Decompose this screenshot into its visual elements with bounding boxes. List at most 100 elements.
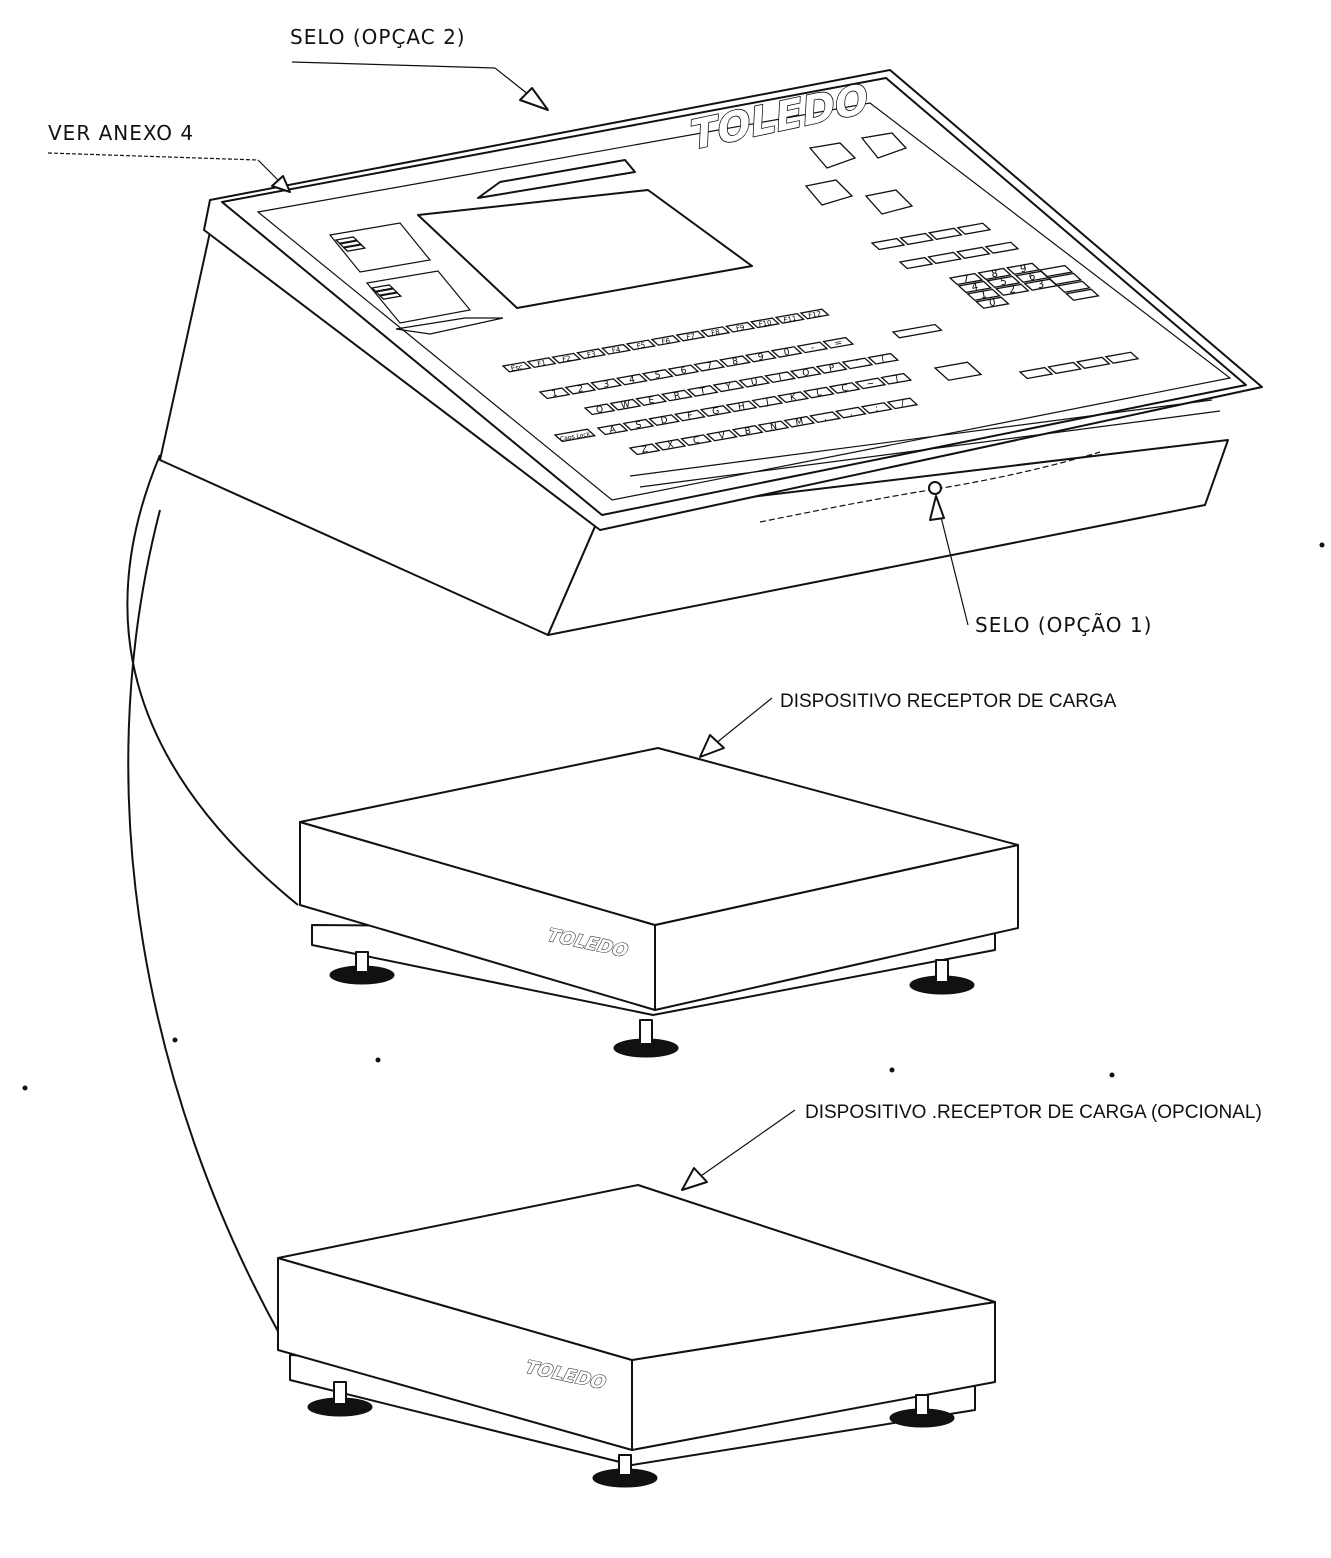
letter-key-label: C	[692, 436, 700, 447]
numpad-key	[994, 283, 1030, 296]
numpad-function-key	[955, 246, 991, 259]
letter-key-label: D	[660, 416, 669, 427]
numpad-function-key	[927, 227, 963, 240]
function-key-label: F4	[611, 346, 621, 355]
platform-1-foot-front-post	[639, 1019, 653, 1045]
letter-key-label: F	[687, 411, 694, 422]
letter-key	[783, 415, 816, 428]
number-key-label: -	[810, 343, 815, 353]
keyboard-panel-border	[256, 102, 1232, 501]
status-panel-key	[374, 288, 399, 296]
leader-see-annex-a	[47, 152, 259, 161]
letter-key	[757, 420, 790, 433]
letter-key	[660, 389, 693, 402]
letter-key-label: V	[718, 431, 727, 442]
letter-key	[705, 429, 738, 442]
leader-seal-option-2-a	[291, 61, 496, 69]
letter-key	[828, 382, 861, 394]
letter-key-label: /	[900, 399, 906, 410]
number-key	[538, 387, 571, 400]
seal-option-1-marker	[928, 481, 942, 495]
function-key	[749, 317, 781, 329]
letter-key-label: T	[698, 386, 707, 397]
function-key-label: F10	[758, 319, 772, 329]
status-panel-key	[370, 284, 395, 292]
speck	[889, 1067, 895, 1073]
letter-key-label: .	[849, 408, 854, 418]
number-key-label: 3	[603, 380, 610, 391]
letter-key	[673, 409, 706, 422]
function-key-label: F6	[661, 337, 671, 346]
numpad-key-label: 2	[1008, 284, 1016, 296]
letter-key	[609, 398, 642, 411]
numpad-side-key	[1064, 288, 1100, 301]
letter-key	[841, 357, 874, 370]
scan-specks	[22, 542, 1325, 1091]
arrowhead-see-annex	[271, 175, 291, 193]
speck	[1319, 542, 1325, 548]
terminal-top-deck	[221, 77, 1247, 516]
platform-2-top	[277, 1184, 996, 1361]
numpad-side-key	[1038, 264, 1074, 278]
numpad-key	[974, 296, 1010, 309]
letter-key-label: ~	[866, 379, 875, 390]
numpad-key-label: 1	[980, 289, 988, 301]
platform-2-foot-right-post	[915, 1394, 929, 1416]
arrow-up-key	[808, 142, 857, 169]
letter-key-label: I	[778, 373, 782, 383]
letter-key-label: ,	[823, 413, 828, 423]
panel-trim-line-2	[639, 410, 1221, 488]
function-key-label: F7	[686, 332, 696, 341]
function-key	[700, 326, 731, 338]
arrowhead-seal-option-2	[519, 87, 549, 111]
function-key-label: F9	[735, 324, 745, 333]
number-key-label: 2	[577, 384, 584, 395]
numpad-key-label: 3	[1037, 279, 1045, 291]
status-panel-key	[334, 236, 359, 244]
number-key-label: =	[834, 338, 843, 349]
navigation-key	[1104, 351, 1140, 364]
function-key	[600, 343, 632, 355]
leader-seal-option-1	[937, 504, 969, 626]
number-key	[693, 359, 726, 372]
letter-key-label: ´	[854, 358, 860, 370]
letter-key-label: M	[795, 417, 804, 428]
letter-key	[699, 405, 732, 417]
letter-key-label: A	[609, 425, 618, 436]
function-key	[576, 348, 607, 360]
function-key	[526, 357, 557, 369]
arrow-left-key	[804, 179, 854, 206]
letter-key-label: N	[769, 422, 777, 433]
letter-key	[867, 352, 900, 365]
numpad-side-key	[1047, 272, 1083, 286]
speck	[22, 1085, 28, 1091]
callouts: SELO (OPÇAC 2) VER ANEXO 4 SELO (OPÇÃO 1…	[47, 25, 1262, 1191]
function-key-label: F11	[783, 314, 797, 324]
status-panel-base	[395, 317, 504, 335]
cable-to-platform-1	[126, 454, 299, 906]
numpad-key	[957, 280, 993, 294]
display-screen	[417, 189, 753, 309]
numpad-key-label: 4	[971, 281, 979, 293]
numpad-key	[977, 267, 1013, 281]
numpad-function-key	[870, 237, 906, 251]
number-key	[564, 382, 597, 395]
arrowhead-load-receiver	[699, 734, 725, 758]
navigation-key	[1018, 366, 1054, 380]
letter-key	[777, 391, 810, 404]
function-key	[774, 312, 805, 324]
enter-key	[933, 361, 983, 381]
letter-key	[596, 423, 629, 436]
arrow-down-key	[864, 189, 914, 215]
letter-key	[635, 394, 668, 406]
arrow-right-key	[860, 132, 908, 159]
number-key-label: 1	[551, 389, 558, 400]
function-key-label: Esc	[510, 363, 523, 373]
callout-see-annex: VER ANEXO 4	[48, 121, 194, 145]
number-key	[615, 373, 648, 386]
numpad-key-label: 6	[1028, 271, 1036, 283]
callout-load-receiver: DISPOSITIVO RECEPTOR DE CARGA	[780, 691, 1117, 712]
numpad-function-key	[956, 222, 992, 235]
